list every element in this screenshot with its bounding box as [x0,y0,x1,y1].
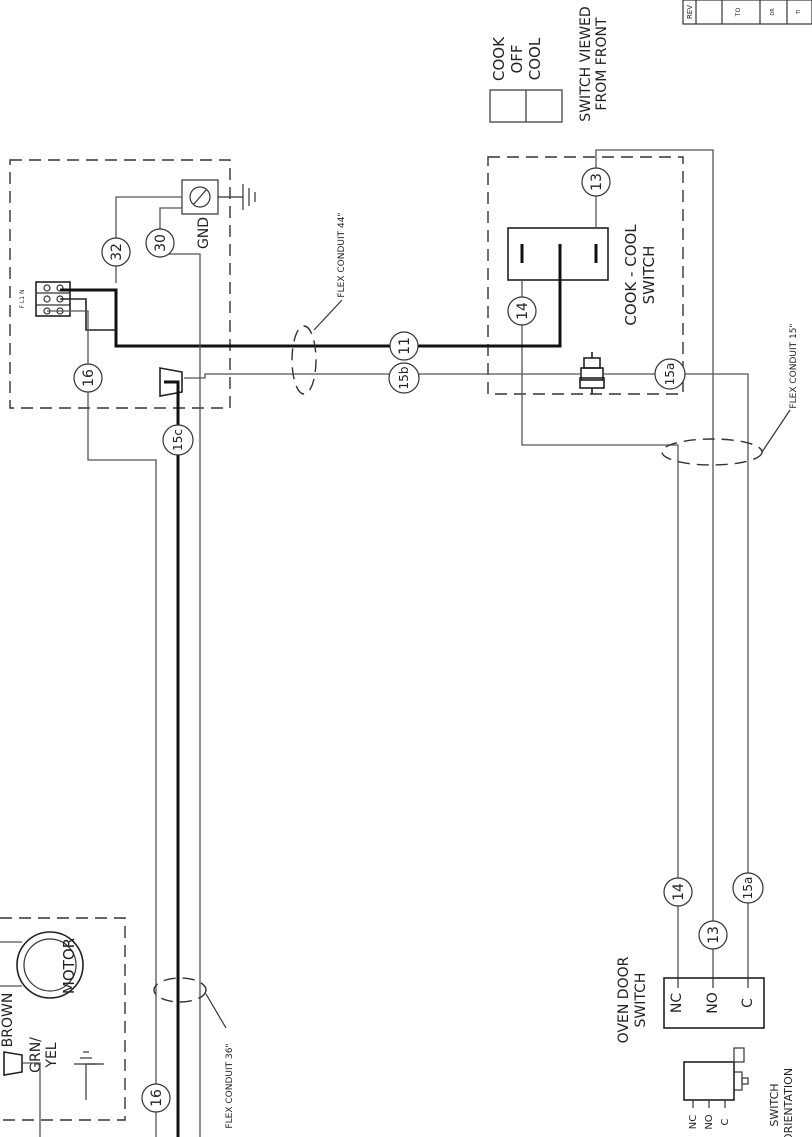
title-block-ti: TI [796,10,802,16]
wire-bubble-14-top: 14 [507,296,537,326]
label-gnd: GND [196,217,212,249]
oven-door-switch: NC NO C OVEN DOOR SWITCH [616,956,765,1043]
svg-text:15b: 15b [397,367,411,390]
door-terminal-nc: NC [669,993,685,1013]
flex-conduit-15: FLEX CONDUIT 15" [661,323,799,466]
label-switch-orientation: SWITCH [768,1083,781,1126]
wire-bubble-15a-top: 15a [654,358,686,390]
svg-text:11: 11 [397,337,413,355]
svg-text:32: 32 [109,243,125,261]
wire-number-bubbles: 13 14 11 15b 15a 32 30 16 [73,167,764,1113]
label-switch-viewed: SWITCH VIEWED [578,6,594,121]
label-oven-door: OVEN DOOR [616,956,632,1043]
switch-orientation: NC NO C SWITCH ORIENTATION [683,1047,795,1137]
label-flex-conduit-15: FLEX CONDUIT 15" [789,323,799,408]
wire-bubble-14-bottom: 14 [663,877,693,907]
svg-text:16: 16 [81,369,97,387]
label-flex-conduit-36: FLEX CONDUIT 36" [225,1043,235,1128]
door-terminal-no: NO [705,992,721,1014]
title-block-dr: DR [770,8,776,16]
label-motor: MOTOR [60,938,78,994]
svg-text:14: 14 [671,883,687,901]
svg-text:15c: 15c [171,429,185,451]
label-switch-orientation-2: ORIENTATION [782,1068,795,1137]
wire-bubble-11: 11 [389,331,419,361]
cook-cool-switch-box: COOK - COOL SWITCH [487,156,684,395]
label-from-front: FROM FRONT [594,17,610,111]
svg-text:15a: 15a [741,877,755,900]
label-brown: BROWN [0,993,16,1048]
title-block: REV TO DR TI [682,0,812,25]
orientation-terminal-c: C [720,1118,731,1125]
label-cook: COOK [490,36,508,81]
label-yel: YEL [44,1042,60,1068]
label-off: OFF [508,44,526,73]
label-grn: GRN/ [28,1037,44,1073]
title-block-to: TO [735,8,742,18]
svg-text:30: 30 [153,234,169,252]
label-cool: COOL [526,37,544,80]
switch-front-view: COOK OFF COOL SWITCH VIEWED FROM FRONT [489,6,610,123]
door-terminal-c: C [740,998,756,1008]
label-cook-cool-switch-2: SWITCH [640,246,658,305]
wire-bubble-16-bottom: 16 [141,1083,171,1113]
flex-conduit-44: FLEX CONDUIT 44" [291,212,347,395]
label-flex-conduit-44: FLEX CONDUIT 44" [337,212,347,297]
terminal-box: GND F L1 N [9,159,256,409]
svg-text:16: 16 [149,1089,165,1107]
svg-text:13: 13 [589,173,605,191]
wire-bubble-15a-bottom: 15a [732,872,764,904]
title-block-rev: REV [686,5,694,19]
inline-connector [579,352,605,394]
svg-text:13: 13 [706,926,722,944]
label-oven-door-2: SWITCH [633,973,649,1028]
wire-bubble-30: 30 [145,228,175,258]
wire-bubble-32: 32 [101,237,131,267]
wire-bubble-15b: 15b [388,362,420,394]
wire-bubble-13-bottom: 13 [698,920,728,950]
flex-conduit-36: FLEX CONDUIT 36" [153,977,235,1129]
orientation-terminal-nc: NC [688,1115,699,1129]
wire-bubble-16-top: 16 [73,363,103,393]
motor-box: MOTOR BROWN GRN/ YEL [0,917,126,1137]
svg-text:15a: 15a [663,363,677,386]
wire-bubble-13-top: 13 [581,167,611,197]
label-cook-cool-switch: COOK - COOL [622,224,640,326]
orientation-terminal-no: NO [704,1114,715,1129]
label-terminal-block: F L1 N [19,290,26,309]
wire-bubble-15c: 15c [162,424,194,456]
svg-text:14: 14 [515,302,531,320]
